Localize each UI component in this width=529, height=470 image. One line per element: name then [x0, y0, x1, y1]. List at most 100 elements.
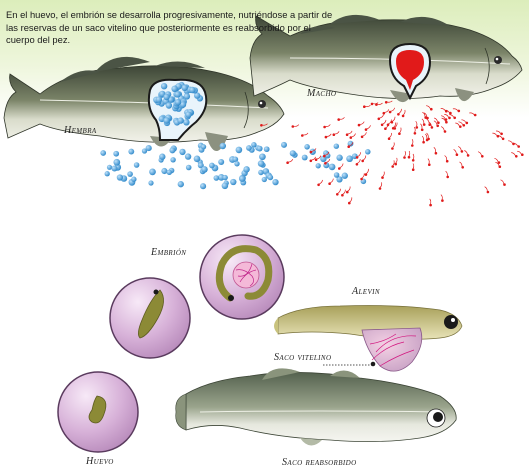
sperm-cell [434, 147, 437, 154]
female-fish [4, 57, 284, 151]
sperm-cell [317, 180, 322, 186]
roe-egg [304, 144, 310, 150]
roe-egg [262, 177, 267, 182]
sperm-cell [350, 134, 356, 139]
sperm-cell [301, 133, 308, 137]
roe-egg [169, 147, 175, 153]
sperm-cell [385, 101, 392, 104]
roe-egg [222, 183, 229, 190]
sperm-cell [485, 187, 490, 194]
sperm-cell [389, 108, 395, 113]
sperm-cell [381, 172, 384, 179]
roe-egg [213, 175, 219, 181]
sperm-cell [402, 110, 405, 117]
roe-egg [170, 157, 175, 162]
roe-egg [258, 170, 263, 175]
sperm-cell [379, 182, 382, 189]
sperm-cell [444, 114, 451, 119]
roe-egg [175, 91, 181, 97]
sperm-cell [411, 139, 414, 147]
roe-egg [201, 144, 206, 149]
sperm-cell [517, 151, 524, 156]
roe-egg [239, 175, 245, 181]
sperm-cell [426, 106, 433, 111]
roe-egg [185, 153, 191, 159]
label-yolk-sac: Saco vitelino [274, 352, 331, 363]
sperm-cell [422, 119, 426, 126]
sperm-cell [328, 179, 333, 185]
roe-egg [281, 142, 287, 148]
sperm-cell [508, 141, 515, 145]
sperm-cell [365, 169, 369, 176]
roe-egg [257, 146, 263, 152]
sperm-cell [446, 171, 449, 178]
sperm-cell [428, 159, 431, 166]
roe-egg [178, 117, 184, 123]
roe-egg [230, 179, 236, 185]
sperm-cell [445, 156, 449, 163]
sperm-cell [387, 120, 392, 127]
roe-egg [182, 85, 188, 91]
sperm-cell [375, 103, 382, 106]
sperm-cell [336, 189, 340, 196]
roe-egg [259, 153, 266, 160]
sperm-cell [325, 134, 332, 139]
sperm-cell [422, 136, 425, 143]
sperm-cell [394, 158, 397, 166]
roe-egg [117, 174, 123, 180]
roe-egg [100, 150, 106, 156]
roe-egg [179, 149, 185, 155]
roe-egg [234, 161, 239, 166]
roe-egg [127, 171, 133, 177]
sperm-cell [341, 190, 345, 197]
roe-egg [113, 159, 120, 166]
roe-egg [342, 173, 348, 179]
roe-egg [167, 170, 172, 175]
intro-text: En el huevo, el embrión se desarrolla pr… [6, 9, 336, 47]
sperm-cell [346, 187, 350, 194]
roe-egg [107, 165, 112, 170]
label-reabsorbed-sac: Saco reabsorbido [282, 457, 357, 468]
roe-egg [220, 143, 226, 149]
sperm-cell [381, 120, 386, 126]
sperm-cell [458, 146, 463, 152]
label-egg: Huevo [86, 456, 114, 467]
early-embryo-stage [110, 278, 190, 358]
sperm-cell [315, 156, 321, 161]
sperm-cell [361, 132, 367, 138]
sperm-cell [412, 164, 415, 172]
sperm-cell [412, 154, 415, 162]
roe-egg [267, 175, 273, 181]
sperm-cell [441, 195, 444, 202]
roe-egg [336, 155, 342, 161]
roe-egg [258, 160, 265, 167]
sperm-cell [363, 105, 370, 108]
roe-egg [272, 179, 278, 185]
label-embryo: Embrión [151, 247, 186, 258]
roe-egg [146, 145, 152, 151]
sperm-cell [338, 164, 343, 170]
roe-egg [223, 175, 228, 180]
label-female: Hembra [64, 125, 97, 136]
sperm-cell [469, 113, 476, 116]
roe-egg [365, 149, 370, 154]
roe-egg [302, 155, 308, 161]
roe-egg [166, 102, 172, 108]
roe-egg [163, 117, 169, 123]
sperm-cell [310, 157, 316, 162]
roe-egg [178, 181, 184, 187]
sperm-cell [403, 151, 406, 159]
sperm-cell [358, 122, 365, 127]
roe-egg [209, 163, 215, 169]
roe-egg [149, 169, 156, 176]
roe-egg [200, 183, 206, 189]
label-male: Macho [307, 88, 336, 99]
sperm-cell [478, 152, 484, 158]
roe-egg [111, 165, 117, 171]
sperm-cell [511, 153, 517, 158]
roe-egg [329, 164, 336, 171]
roe-egg [186, 165, 192, 171]
juvenile-fish [176, 368, 456, 445]
sperm-cell [383, 109, 389, 114]
